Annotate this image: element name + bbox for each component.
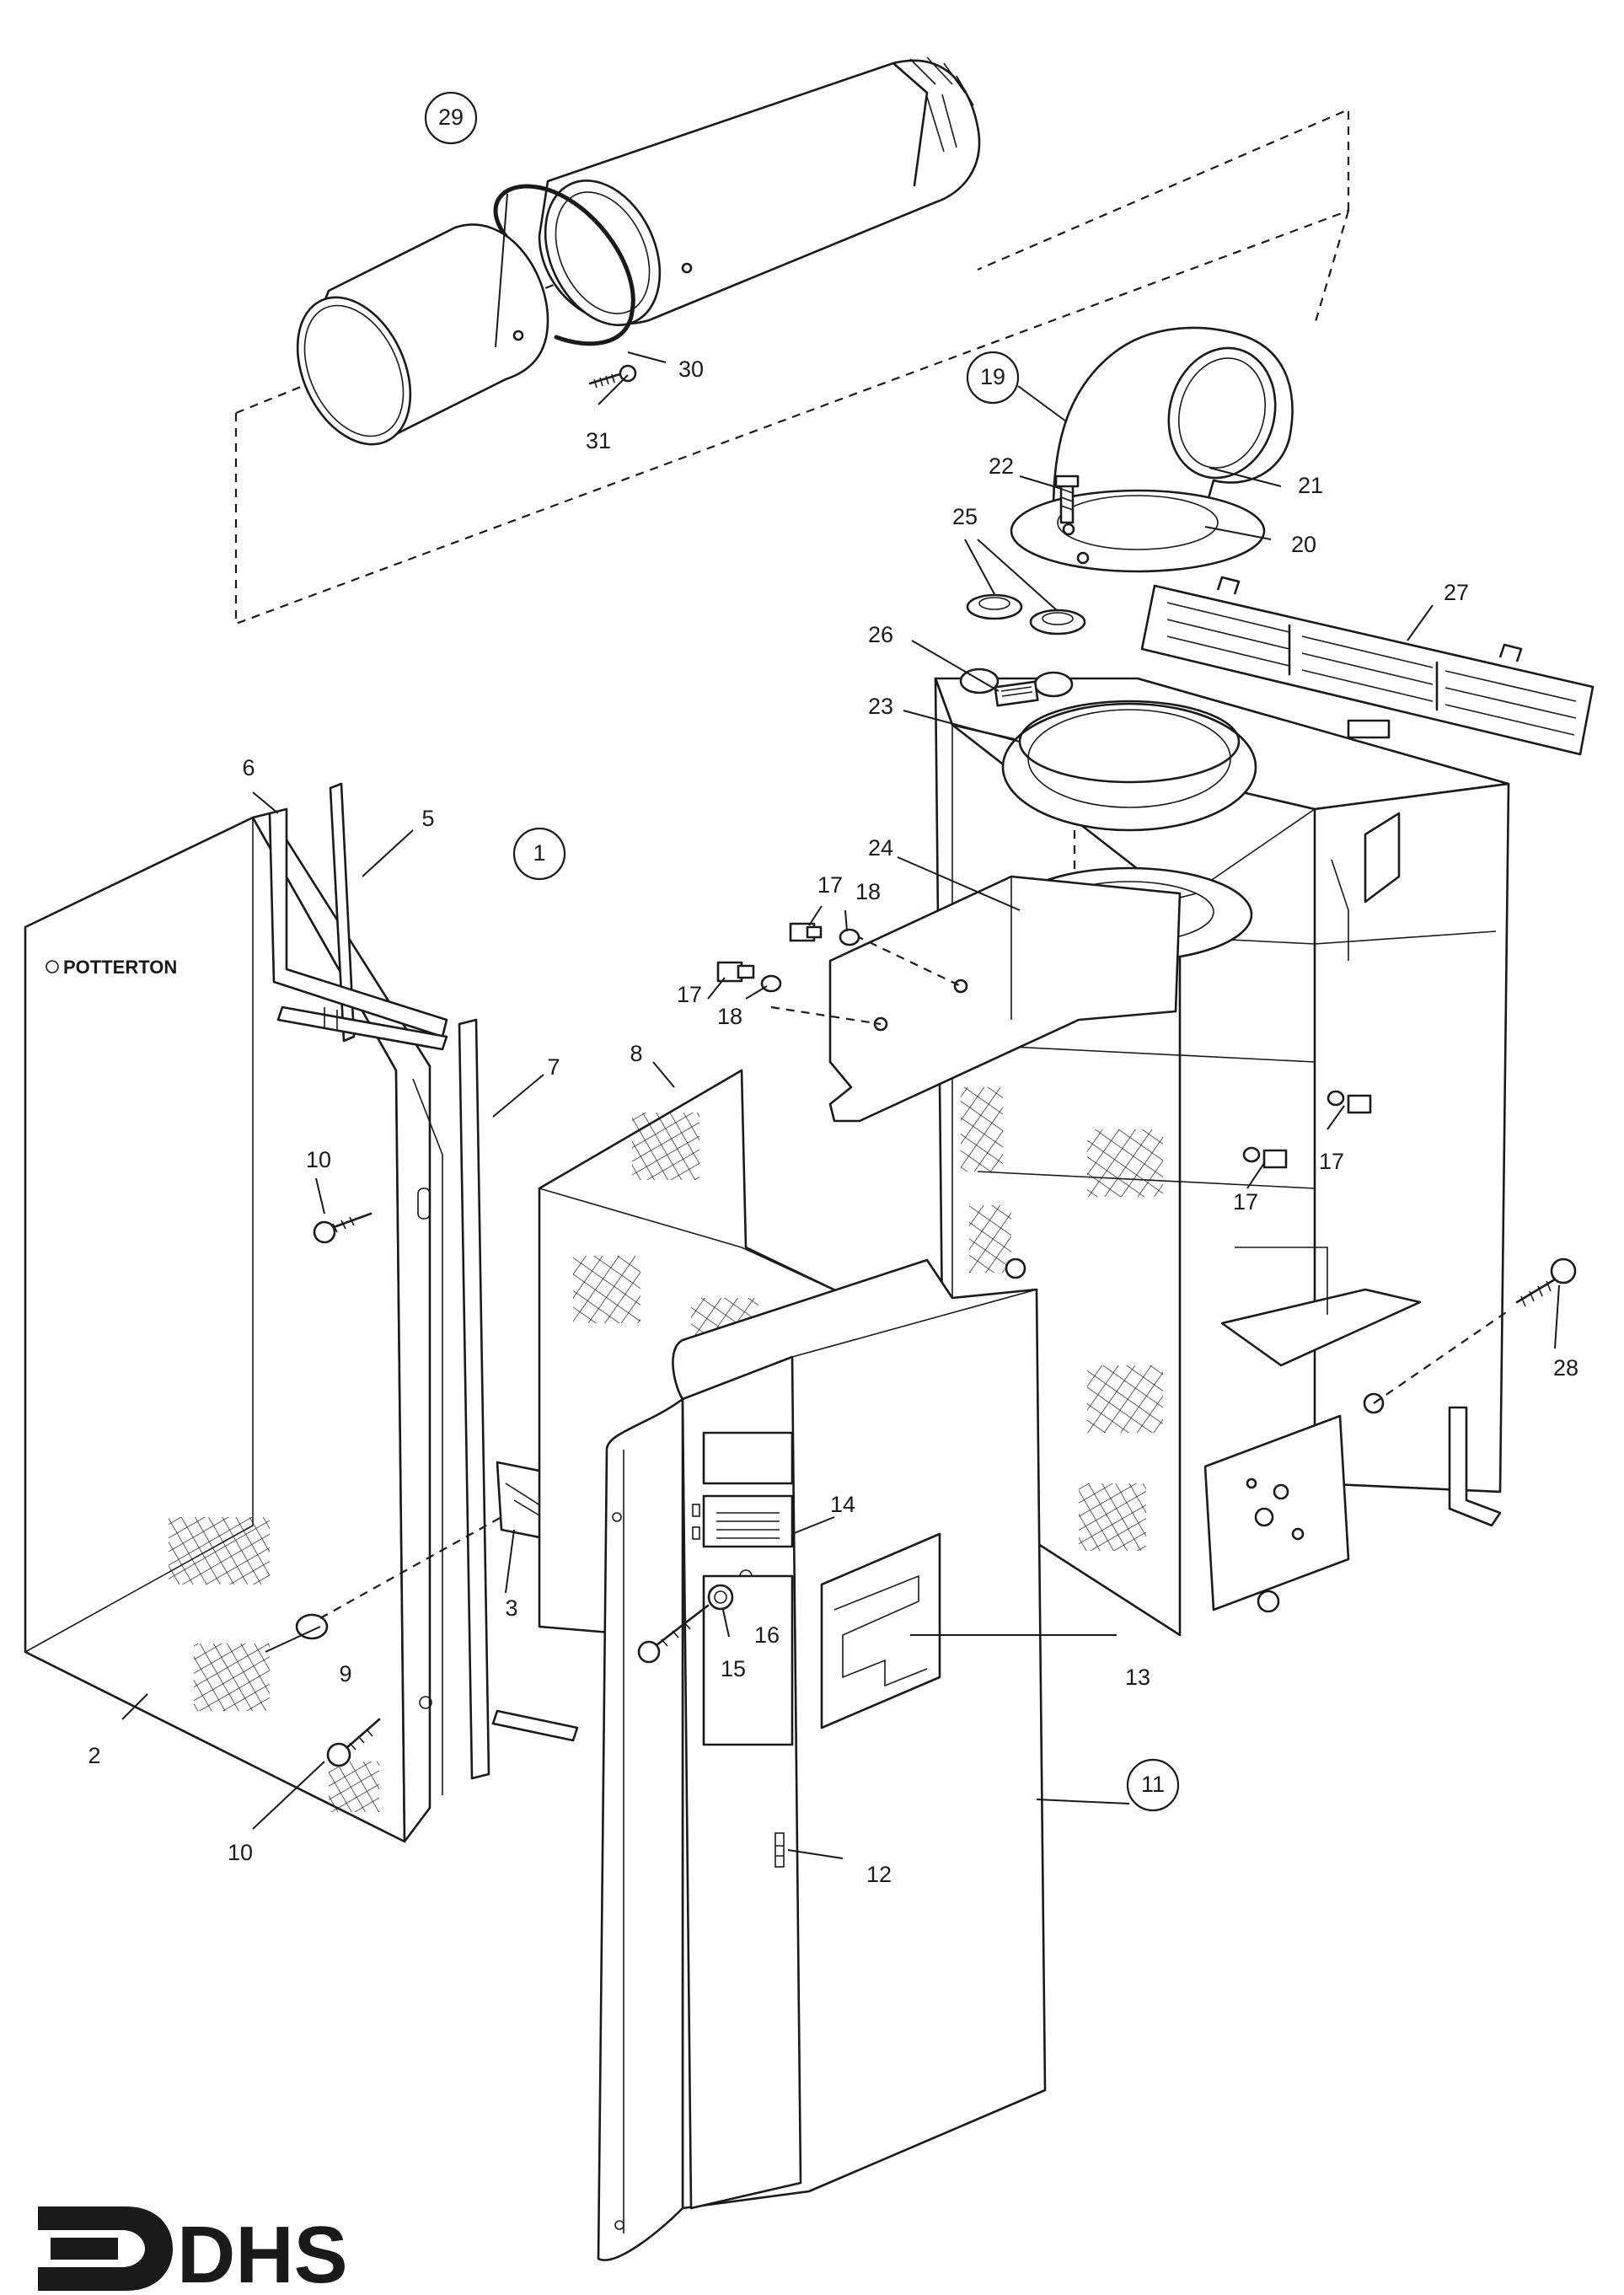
callout-17-right: 17	[1319, 1149, 1344, 1174]
control-panel-screw	[637, 1604, 710, 1664]
callout-19: 19	[980, 364, 1005, 389]
callout-9: 9	[339, 1661, 351, 1686]
callout-labels: 29 30 31 19 21 22 20 25 27 26 23 24 17 1…	[88, 91, 1578, 1887]
inner-panel-mesh-top	[632, 1113, 699, 1180]
outer-tube-screw-hole	[681, 262, 693, 274]
dhs-logo-text: DHS	[177, 2210, 348, 2291]
terminal-cap-ribs	[892, 56, 974, 187]
potterton-brand-plate: POTTERTON	[46, 957, 177, 978]
flue-collar	[1001, 702, 1257, 832]
side-panel-sight-hole	[295, 1613, 329, 1640]
panel-screw-upper	[313, 1212, 373, 1244]
top-grille	[1140, 576, 1595, 756]
front-case-assembly	[597, 1258, 1047, 2261]
callout-30: 30	[678, 357, 704, 382]
flue-tube-screw	[588, 364, 637, 389]
callout-17-left: 17	[677, 982, 702, 1007]
chassis-grommet	[1257, 1590, 1280, 1613]
callout-23: 23	[868, 694, 893, 719]
callout-3: 3	[505, 1595, 517, 1621]
callout-31: 31	[586, 428, 611, 453]
chassis-insulation-mesh-center	[1087, 1129, 1163, 1197]
callout-10-upper: 10	[306, 1147, 331, 1172]
display-window	[702, 1431, 794, 1485]
callout-leader-lines	[121, 193, 1560, 1859]
callout-29: 29	[438, 105, 464, 130]
side-panel-insulation-mesh	[169, 1517, 270, 1585]
callout-12: 12	[866, 1862, 892, 1887]
bracket-bolt-upper	[789, 922, 860, 946]
callout-10-lower: 10	[228, 1840, 253, 1865]
callout-17-center: 17	[1233, 1189, 1258, 1215]
chassis-insulation-mesh-left	[961, 1087, 1003, 1172]
chassis-bolt-right-1	[1327, 1090, 1372, 1114]
flue-seal-ring	[493, 184, 635, 346]
callout-1: 1	[533, 840, 545, 866]
elbow-bolt	[1054, 475, 1080, 524]
panel-screw-lower	[326, 1718, 381, 1767]
instruction-label	[820, 1532, 941, 1729]
brand-label: POTTERTON	[63, 957, 177, 978]
callout-18-lower: 18	[717, 1004, 742, 1029]
callout-22: 22	[989, 453, 1014, 479]
side-fixing-screw	[1373, 1257, 1577, 1404]
callout-6: 6	[242, 755, 255, 780]
inner-flue-tube-opening	[296, 296, 412, 446]
callout-15: 15	[721, 1656, 746, 1681]
callout-7: 7	[547, 1054, 560, 1080]
elbow-outlet	[1167, 346, 1277, 480]
seal-strip-5	[329, 782, 356, 1043]
serial-badge	[774, 1832, 785, 1868]
callout-16: 16	[754, 1622, 780, 1648]
front-case-face	[681, 1355, 802, 2210]
elbow-gasket	[1057, 495, 1219, 550]
callout-25: 25	[952, 504, 978, 529]
callout-21: 21	[1298, 473, 1323, 498]
callout-20: 20	[1291, 532, 1316, 557]
callout-13: 13	[1125, 1665, 1150, 1690]
flue-terminal-assembly	[234, 56, 1350, 625]
chassis-bolt-right-2	[1242, 1146, 1288, 1169]
control-knob[interactable]	[707, 1584, 734, 1611]
callout-2: 2	[88, 1743, 100, 1768]
seal-strip-6	[268, 807, 448, 1038]
seal-strip-7	[458, 1018, 490, 1780]
chassis-mounting-bracket	[1448, 1406, 1502, 1527]
callout-17-upper: 17	[817, 872, 843, 898]
flue-elbow-assembly	[1010, 326, 1294, 573]
front-case-side-flange	[597, 1397, 684, 2261]
dhs-logo-mark	[38, 2207, 173, 2291]
chassis-right-panel	[1313, 782, 1510, 1493]
chassis-lower-shelf	[1220, 1288, 1422, 1367]
burner-mounting-bracket	[716, 875, 1372, 1169]
dhs-logo: DHS	[38, 2207, 348, 2295]
callout-5: 5	[421, 806, 434, 831]
callout-28: 28	[1553, 1355, 1578, 1381]
side-panel-assembly: POTTERTON	[24, 812, 443, 1843]
callout-27: 27	[1444, 580, 1469, 605]
callout-8: 8	[630, 1041, 642, 1066]
callout-11: 11	[1141, 1772, 1165, 1797]
panel-seal-strips	[268, 782, 579, 1780]
flue-grommets	[966, 593, 1086, 635]
callout-24: 24	[868, 835, 893, 861]
elbow-flange	[1010, 489, 1266, 573]
callout-26: 26	[868, 622, 893, 647]
bracket-bolt-lower	[716, 961, 782, 993]
callout-18-upper: 18	[855, 879, 881, 904]
callout-14: 14	[830, 1492, 855, 1517]
